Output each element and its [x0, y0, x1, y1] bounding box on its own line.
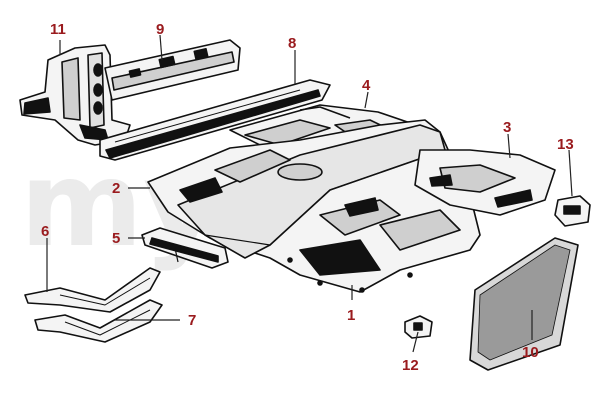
part-12-clip[interactable]	[404, 315, 433, 339]
leader-4	[364, 91, 369, 109]
callout-labels: 11 9 8 4 3 13 2 5 6 7 1 12 10	[41, 21, 574, 374]
part-10-cover-plate[interactable]	[469, 237, 579, 371]
part-1-2-main-floor-pan[interactable]	[147, 119, 481, 293]
callout-1: 1	[347, 307, 355, 324]
callout-7: 7	[188, 312, 196, 329]
callout-13: 13	[557, 136, 574, 153]
part-6-sill-bracket-upper[interactable]	[24, 267, 161, 313]
leader-lines	[46, 34, 573, 353]
part-13-mount-bracket[interactable]	[554, 195, 591, 227]
leader-12	[412, 331, 419, 353]
callout-11: 11	[50, 21, 66, 38]
callout-10: 10	[522, 344, 539, 361]
part-8-sill-rail[interactable]	[99, 79, 331, 161]
callout-12: 12	[402, 357, 419, 374]
leader-9	[159, 34, 163, 61]
callout-9: 9	[156, 21, 164, 38]
part-3-rear-seat-pan[interactable]	[414, 149, 556, 216]
callout-8: 8	[288, 35, 296, 52]
part-9-cross-member[interactable]	[104, 39, 241, 101]
leader-3	[507, 133, 511, 159]
callout-4: 4	[362, 77, 371, 94]
part-7-sill-bracket-lower[interactable]	[34, 299, 163, 343]
callout-2: 2	[112, 180, 120, 197]
callout-5: 5	[112, 230, 120, 247]
leader-13	[568, 149, 573, 197]
callout-6: 6	[41, 223, 49, 240]
part-11-pillar-bracket[interactable]	[19, 44, 131, 146]
part-5-cross-bracket[interactable]	[141, 227, 229, 269]
callout-3: 3	[503, 119, 511, 136]
